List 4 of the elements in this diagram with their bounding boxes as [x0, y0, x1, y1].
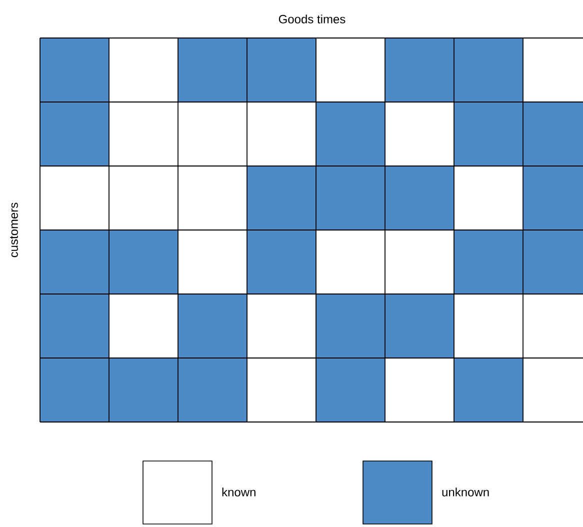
legend-label: known: [222, 488, 256, 496]
legend-label: unknown: [442, 488, 489, 496]
axis-label: customers: [10, 202, 18, 258]
axis-label: Goods times: [278, 14, 346, 24]
